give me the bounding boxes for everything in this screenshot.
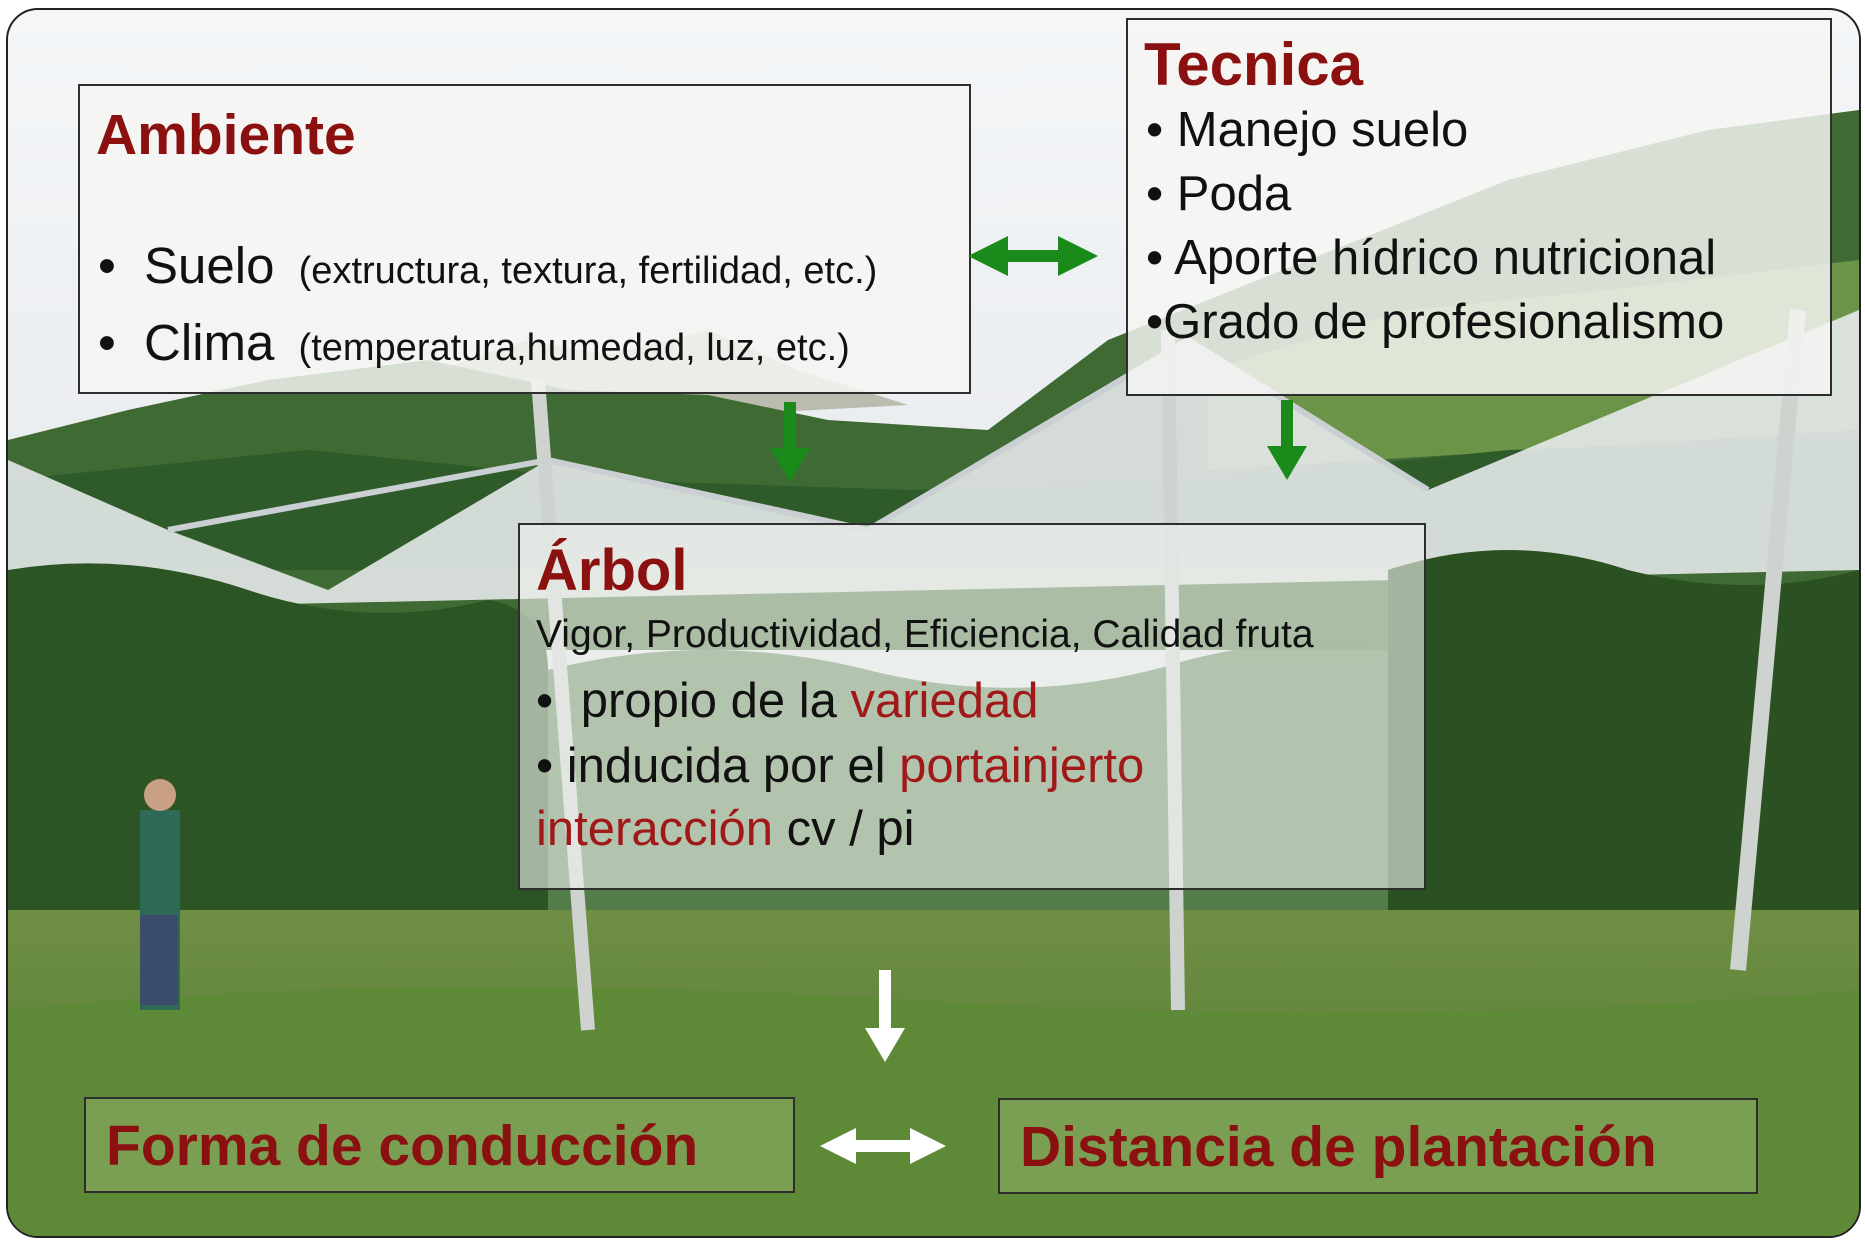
arbol-line2-text: • inducida por el: [536, 739, 900, 793]
distancia-plantacion-label: Distancia de plantación: [1020, 1115, 1657, 1179]
bullet-icon: •: [536, 674, 554, 728]
interaccion-highlight: interacción: [536, 802, 773, 856]
slide: Ambiente • Suelo (extructura, textura, f…: [6, 8, 1861, 1238]
ambiente-box: Ambiente • Suelo (extructura, textura, f…: [78, 84, 971, 394]
double-arrow-white-icon: [820, 1128, 946, 1164]
tecnica-title: Tecnica: [1144, 31, 1363, 98]
ambiente-title: Ambiente: [96, 103, 356, 167]
arbol-line-interaccion: interacción cv / pi: [536, 801, 915, 857]
ambiente-item-clima: • Clima (temperatura,humedad, luz, etc.): [98, 313, 850, 372]
tecnica-item: • Poda: [1146, 167, 1292, 221]
tecnica-item: • Manejo suelo: [1146, 103, 1469, 157]
ambiente-item-detail: (extructura, textura, fertilidad, etc.): [298, 250, 878, 292]
tecnica-item: •Grado de profesionalismo: [1146, 295, 1725, 349]
portainjerto-highlight: portainjerto: [899, 739, 1145, 793]
down-arrow-green-icon: [1267, 400, 1307, 480]
variedad-highlight: variedad: [850, 674, 1039, 728]
ambiente-item-label: Clima: [144, 314, 275, 371]
forma-conduccion-box: Forma de conducción: [84, 1097, 795, 1193]
tecnica-box: Tecnica • Manejo suelo • Poda • Aporte h…: [1126, 18, 1832, 396]
bullet-icon: •: [98, 314, 116, 371]
bullet-icon: •: [98, 237, 116, 294]
tecnica-item: • Aporte hídrico nutricional: [1146, 231, 1717, 285]
arbol-line1-text: propio de la: [580, 674, 851, 728]
arbol-title: Árbol: [536, 538, 688, 603]
arbol-line-variedad: • propio de la variedad: [536, 673, 1038, 729]
arbol-box: Árbol Vigor, Productividad, Eficiencia, …: [518, 523, 1426, 890]
ambiente-item-label: Suelo: [144, 237, 275, 294]
double-arrow-green-icon: [968, 236, 1098, 276]
down-arrow-white-icon: [865, 970, 905, 1062]
ambiente-item-detail: (temperatura,humedad, luz, etc.): [298, 327, 850, 369]
arbol-subtitle: Vigor, Productividad, Eficiencia, Calida…: [536, 613, 1314, 656]
arrows-layer: [770, 236, 1307, 1164]
ambiente-item-suelo: • Suelo (extructura, textura, fertilidad…: [98, 236, 877, 295]
arbol-line-portainjerto: • inducida por el portainjerto: [536, 738, 1144, 794]
forma-conduccion-label: Forma de conducción: [106, 1114, 699, 1178]
distancia-plantacion-box: Distancia de plantación: [998, 1098, 1758, 1194]
arbol-line3-text: cv / pi: [772, 802, 915, 856]
down-arrow-green-icon: [770, 402, 810, 482]
